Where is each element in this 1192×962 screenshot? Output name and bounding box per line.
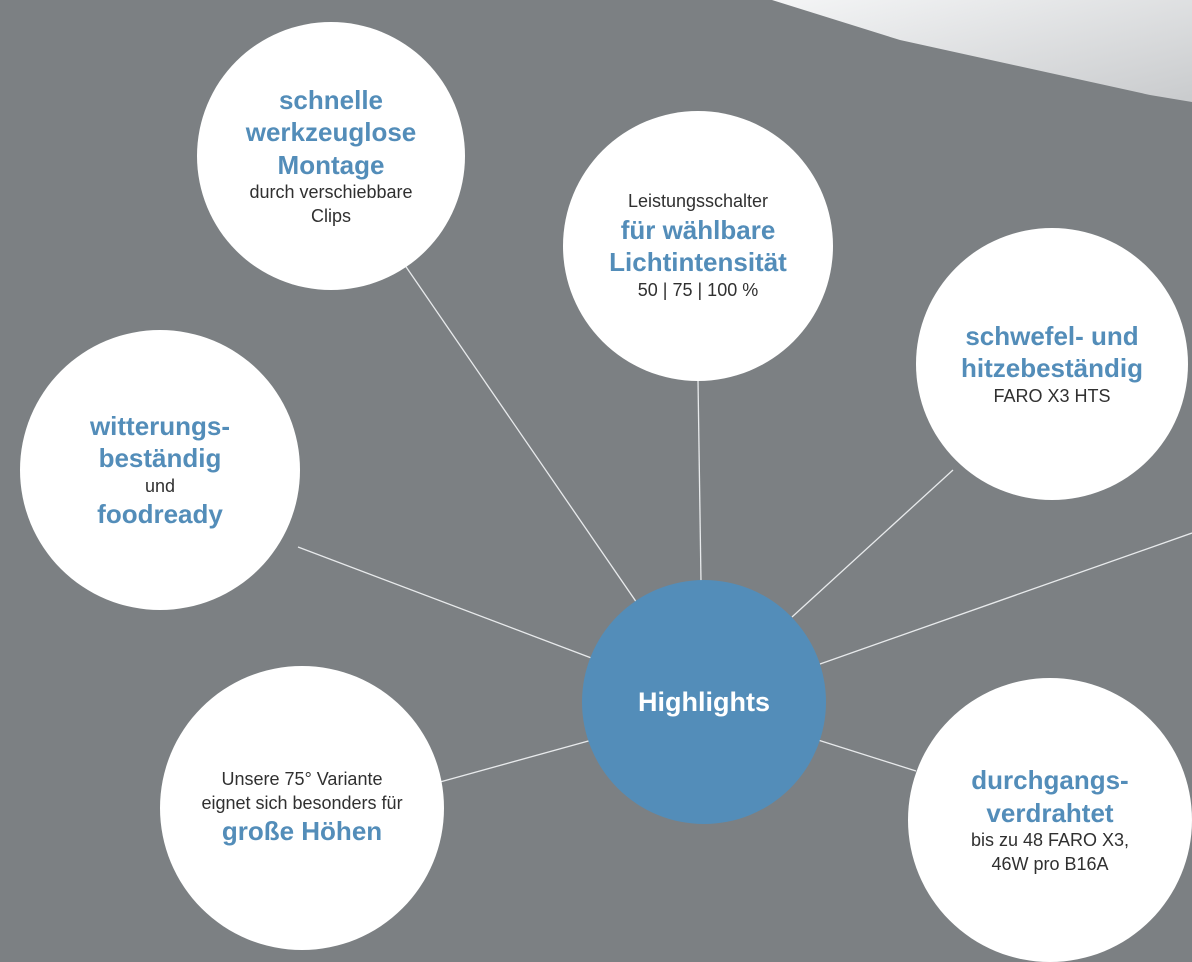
node-montage-line-2: werkzeuglose [245, 117, 417, 148]
node-leistungsschalter-line-1: Leistungsschalter [627, 191, 769, 212]
node-verdrahtet-line-2: verdrahtet [986, 797, 1114, 828]
node-witterung-line-4: foodready [97, 498, 223, 529]
node-leistungsschalter-line-4: 50 | 75 | 100 % [637, 279, 759, 300]
node-hoehen: Unsere 75° Variante eignet sich besonder… [160, 666, 444, 950]
connector-verdrahtet [817, 739, 917, 772]
node-hoehen-line-2: eignet sich besonders für [201, 792, 403, 813]
connector-witterung [297, 546, 595, 660]
node-verdrahtet: durchgangs- verdrahtet bis zu 48 FARO X3… [908, 678, 1192, 962]
node-montage-line-3: Montage [277, 149, 385, 180]
node-verdrahtet-line-3: bis zu 48 FARO X3, [970, 830, 1130, 851]
node-schwefel-line-2: hitzebeständig [960, 353, 1143, 384]
node-verdrahtet-line-4: 46W pro B16A [991, 853, 1109, 874]
node-montage-line-1: schnelle [278, 84, 384, 115]
node-witterung-line-3: und [144, 475, 176, 496]
node-montage-line-5: Clips [310, 205, 351, 226]
node-schwefel-line-3: FARO X3 HTS [993, 385, 1111, 406]
hub-highlights: Highlights [582, 580, 826, 824]
connector-schwefel [791, 469, 954, 618]
node-witterung-line-1: witterungs- [89, 410, 231, 441]
connector-hoehen [439, 739, 593, 783]
connector-offscreen [819, 532, 1192, 665]
node-verdrahtet-line-1: durchgangs- [971, 765, 1129, 796]
node-schwefel-line-1: schwefel- und [965, 320, 1139, 351]
node-hoehen-line-1: Unsere 75° Variante [221, 769, 383, 790]
connector-leistungsschalter [697, 379, 702, 583]
node-leistungsschalter-line-3: Lichtintensität [609, 247, 787, 277]
node-witterung-line-2: beständig [98, 443, 222, 474]
node-schwefel: schwefel- und hitzebeständig FARO X3 HTS [916, 228, 1188, 500]
node-leistungsschalter-line-2: für wählbare [620, 214, 776, 245]
connector-montage [399, 257, 638, 604]
node-montage-line-4: durch verschiebbare [249, 182, 413, 203]
node-leistungsschalter: Leistungsschalter für wählbare Lichtinte… [563, 111, 833, 381]
node-witterung: witterungs- beständig und foodready [20, 330, 300, 610]
hub-label: Highlights [638, 686, 770, 717]
node-hoehen-line-3: große Höhen [221, 816, 383, 847]
node-montage: schnelle werkzeuglose Montage durch vers… [197, 22, 465, 290]
